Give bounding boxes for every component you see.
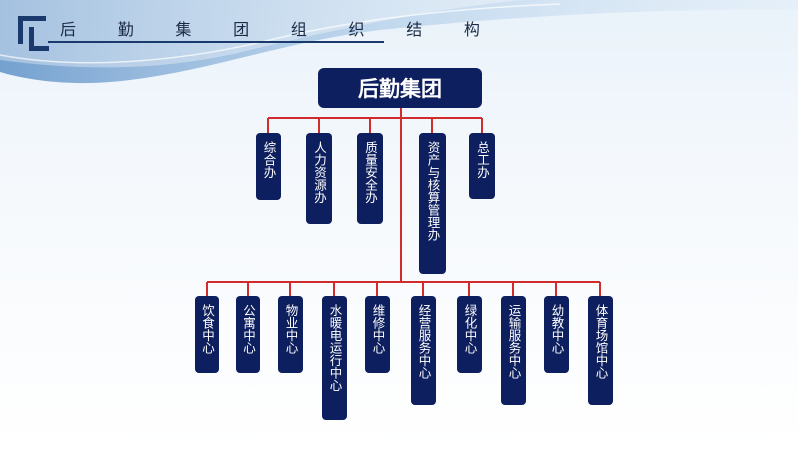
page-title: 后 勤 集 团 组 织 结 构: [60, 16, 480, 39]
background-wave-decoration: [0, 0, 798, 84]
title-char: 组: [290, 20, 307, 39]
org-node-center: 绿化中心: [457, 296, 482, 373]
title-char: 团: [233, 20, 250, 39]
org-node-office: 质量安全办: [357, 133, 383, 224]
org-node-center: 公寓中心: [236, 296, 260, 373]
org-node-center: 经营服务中心: [411, 296, 436, 405]
header-corner-icon: [18, 16, 49, 51]
org-node-office: 资产与核算管理办: [419, 133, 446, 274]
org-node-center: 体育场馆中心: [588, 296, 613, 405]
org-node-center: 物业中心: [278, 296, 303, 373]
org-node-center: 幼教中心: [544, 296, 569, 373]
org-node-office: 总工办: [469, 133, 495, 199]
title-char: 勤: [117, 20, 134, 39]
org-root-node: 后勤集团: [318, 68, 482, 108]
org-node-office: 综合办: [256, 133, 281, 200]
title-char: 后: [60, 20, 77, 39]
org-node-office: 人力资源办: [306, 133, 332, 224]
title-char: 织: [348, 20, 365, 39]
org-node-center: 饮食中心: [195, 296, 219, 373]
org-node-center: 运输服务中心: [501, 296, 526, 405]
title-char: 结: [406, 20, 423, 39]
title-underline: [48, 41, 384, 43]
org-node-center: 维修中心: [365, 296, 390, 373]
org-node-center: 水暖电运行中心: [322, 296, 347, 420]
title-char: 构: [463, 20, 480, 39]
title-char: 集: [175, 20, 192, 39]
